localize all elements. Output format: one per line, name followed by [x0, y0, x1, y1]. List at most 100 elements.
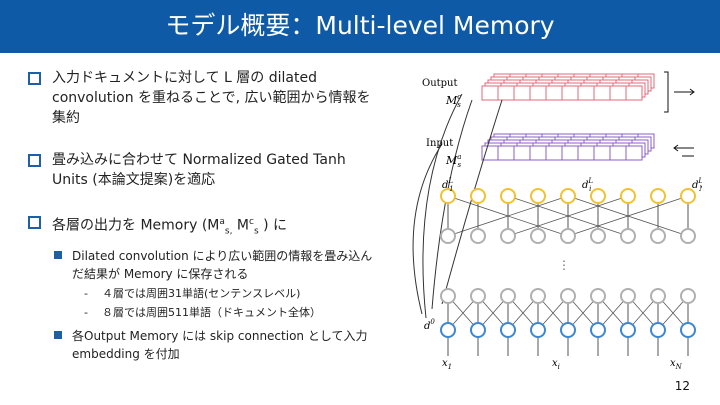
input-label: Input	[426, 138, 453, 149]
bullet-3: 各層の出力を Memory (Mas, Mcs ) に	[28, 212, 373, 241]
input-layer-node	[500, 322, 516, 338]
input-memory-cell	[545, 145, 563, 161]
top-layer-node	[620, 188, 636, 204]
conv-edges	[412, 93, 689, 356]
input-layer-node	[470, 322, 486, 338]
output-memory-cell	[529, 85, 547, 101]
input-memory-blocks	[481, 133, 655, 161]
hidden-layer-node	[440, 228, 456, 244]
d0-label: d0	[424, 318, 435, 332]
sub-bullet-1-text: Dilated convolution により広い範囲の情報を畳み込んだ結果が …	[72, 249, 373, 282]
square-bullet-icon	[28, 216, 41, 229]
hidden-layer-node	[590, 288, 606, 304]
sub-sub-bullet-1: - ４層では周囲31単語(センテンスレベル)	[72, 285, 373, 302]
hidden-layer-node	[500, 228, 516, 244]
hidden-layer-node	[650, 228, 666, 244]
dash-bullet-icon: -	[84, 287, 88, 301]
top-layer-node	[440, 188, 456, 204]
d-label-n: dLN	[692, 177, 702, 193]
input-layer-node	[590, 322, 606, 338]
input-memory-cell	[625, 145, 643, 161]
hidden-layer-node	[530, 228, 546, 244]
hidden-layer-node	[470, 288, 486, 304]
filled-square-bullet-icon	[54, 331, 62, 340]
memory-a-sub: s,	[224, 226, 233, 237]
hidden-layer-node	[620, 288, 636, 304]
hidden-layer-node	[560, 288, 576, 304]
output-memory-cell	[497, 85, 515, 101]
output-memory-blocks	[481, 73, 655, 101]
square-bullet-icon	[28, 154, 41, 167]
top-layer-node	[560, 188, 576, 204]
input-layer-node	[440, 322, 456, 338]
sub-sub-bullet-2: - ８層では周囲511単語（ドキュメント全体）	[72, 304, 373, 321]
square-bullet-icon	[28, 72, 41, 85]
x-label-i: xi	[552, 358, 560, 371]
output-memory-cell	[481, 85, 499, 101]
page-title: モデル概要：Multi-level Memory	[165, 11, 555, 40]
vertical-ellipsis-icon: ⋮	[558, 258, 570, 272]
bullet-3-text-post: ) に	[258, 217, 288, 234]
input-memory-cell	[529, 145, 547, 161]
top-layer-node	[680, 188, 696, 204]
slide-content: 入力ドキュメントに対して L 層の dilated convolution を重…	[28, 68, 373, 363]
input-layer-node	[650, 322, 666, 338]
input-layer-node	[560, 322, 576, 338]
hidden-layer-node	[500, 288, 516, 304]
bullet-2: 畳み込みに合わせて Normalized Gated Tanh Units (本…	[28, 150, 373, 190]
hidden-layer-node	[680, 288, 696, 304]
input-memory-cell	[513, 145, 531, 161]
top-layer-node	[530, 188, 546, 204]
sub-bullet-1: Dilated convolution により広い範囲の情報を畳み込んだ結果が …	[48, 247, 373, 283]
output-memory-cell	[561, 85, 579, 101]
hidden-layer-node	[470, 228, 486, 244]
bullet-3-text-pre: 各層の出力を Memory (M	[52, 217, 220, 234]
hidden-layer-node	[440, 288, 456, 304]
input-layer-node	[680, 322, 696, 338]
memory-a-sup: a	[219, 217, 225, 227]
sub-bullet-2: 各Output Memory には skip connection として入力e…	[48, 327, 373, 363]
output-arrow-icon	[674, 88, 695, 96]
multi-level-memory-diagram: Output Mcs Input Mas dL1 dLi dLN d0 x1 x…	[412, 71, 702, 371]
top-layer-node	[650, 188, 666, 204]
bullet-1: 入力ドキュメントに対して L 層の dilated convolution を重…	[28, 68, 373, 128]
output-memory-cell	[609, 85, 627, 101]
top-layer-node	[470, 188, 486, 204]
input-memory-cell	[561, 145, 579, 161]
skip-connection-edge	[431, 99, 473, 310]
hidden-layer-node	[530, 288, 546, 304]
hidden-layer-node	[590, 228, 606, 244]
x-label-n: xN	[670, 358, 683, 371]
sub-bullet-2-text: 各Output Memory には skip connection として入力e…	[72, 329, 368, 362]
hidden-layer-node	[650, 288, 666, 304]
conv-edge	[567, 195, 689, 237]
memory-c-base: M	[232, 217, 249, 234]
bullet-1-text: 入力ドキュメントに対して L 層の dilated convolution を重…	[52, 70, 371, 126]
skip-connection-edge	[422, 93, 463, 319]
hidden-layer-node	[620, 228, 636, 244]
hidden-layer-node	[680, 228, 696, 244]
output-memory-cell	[625, 85, 643, 101]
conv-nodes	[440, 188, 696, 338]
x-label-1: x1	[442, 358, 452, 371]
sub-sub-bullet-1-text: ４層では周囲31単語(センテンスレベル)	[102, 287, 301, 301]
top-layer-node	[590, 188, 606, 204]
input-arrow-icon	[673, 144, 694, 152]
input-layer-node	[530, 322, 546, 338]
memory-c-sup: c	[249, 217, 254, 227]
dash-bullet-icon: -	[84, 306, 88, 320]
output-label: Output	[422, 78, 458, 89]
conv-edge	[507, 195, 629, 237]
output-memory-cell	[577, 85, 595, 101]
conv-edge	[447, 195, 569, 237]
sub-sub-bullet-2-text: ８層では周囲511単語（ドキュメント全体）	[102, 306, 321, 320]
title-bar	[0, 0, 720, 53]
input-memory-cell	[609, 145, 627, 161]
page-number: 12	[674, 379, 690, 393]
bullet-2-text: 畳み込みに合わせて Normalized Gated Tanh Units (本…	[52, 152, 346, 188]
output-bracket-icon	[664, 71, 669, 113]
